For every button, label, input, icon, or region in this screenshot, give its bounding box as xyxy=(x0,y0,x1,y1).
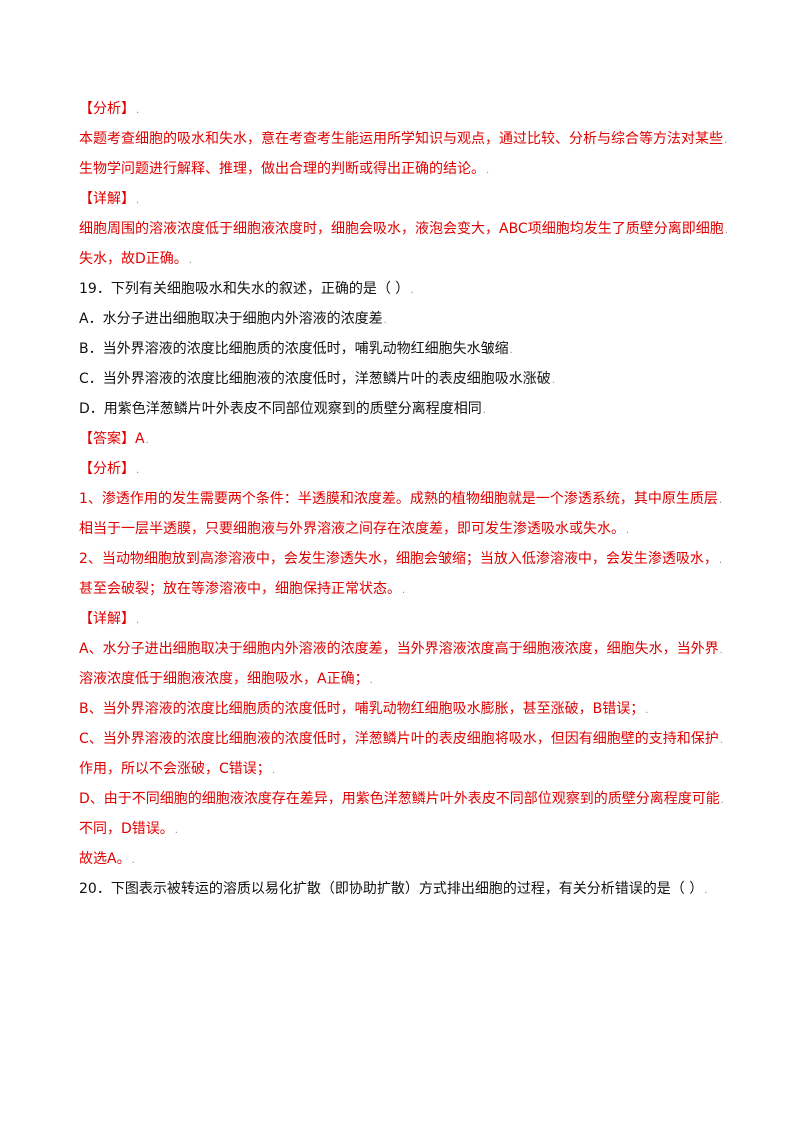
text-line: 【分析】. xyxy=(79,454,729,484)
paragraph-mark: . xyxy=(136,615,140,626)
text-line: C．当外界溶液的浓度比细胞液的浓度低时，洋葱鳞片叶的表皮细胞吸水涨破. xyxy=(79,364,729,394)
paragraph-mark: . xyxy=(719,735,723,746)
paragraph-mark: . xyxy=(145,435,149,446)
paragraph-mark: . xyxy=(626,525,630,536)
text-line: 本题考查细胞的吸水和失水，意在考查考生能运用所学知识与观点，通过比较、分析与综合… xyxy=(79,124,729,154)
paragraph-mark: . xyxy=(271,765,275,776)
paragraph-mark: . xyxy=(136,105,140,116)
paragraph-mark: . xyxy=(509,345,513,356)
line-text: A、水分子进出细胞取决于细胞内外溶液的浓度差，当外界溶液浓度高于细胞液浓度，细胞… xyxy=(79,641,719,657)
paragraph-mark: . xyxy=(719,645,723,656)
text-line: 【详解】. xyxy=(79,184,729,214)
line-text: 细胞周围的溶液浓度低于细胞液浓度时，细胞会吸水，液泡会变大，ABC项细胞均发生了… xyxy=(79,221,724,237)
text-line: 甚至会破裂；放在等渗溶液中，细胞保持正常状态。. xyxy=(79,574,729,604)
paragraph-mark: . xyxy=(724,225,728,236)
line-text: 本题考查细胞的吸水和失水，意在考查考生能运用所学知识与观点，通过比较、分析与综合… xyxy=(79,131,723,147)
text-line: 作用，所以不会涨破，C错误；. xyxy=(79,754,729,784)
paragraph-mark: . xyxy=(410,285,414,296)
text-line: 2、当动物细胞放到高渗溶液中，会发生渗透失水，细胞会皱缩；当放入低渗溶液中，会发… xyxy=(79,544,729,574)
line-text: 【分析】 xyxy=(79,461,135,477)
text-line: B、当外界溶液的浓度比细胞质的浓度低时，哺乳动物红细胞吸水膨胀，甚至涨破，B错误… xyxy=(79,694,729,724)
line-text: 20．下图表示被转运的溶质以易化扩散（即协助扩散）方式排出细胞的过程，有关分析错… xyxy=(79,881,704,897)
line-text: D、由于不同细胞的细胞液浓度存在差异，用紫色洋葱鳞片叶外表皮不同部位观察到的质壁… xyxy=(79,791,720,807)
text-line: B．当外界溶液的浓度比细胞质的浓度低时，哺乳动物红细胞失水皱缩. xyxy=(79,334,729,364)
line-text: 【详解】 xyxy=(79,191,135,207)
line-text: 1、渗透作用的发生需要两个条件：半透膜和浓度差。成熟的植物细胞就是一个渗透系统，… xyxy=(79,491,718,507)
paragraph-mark: . xyxy=(188,255,192,266)
text-line: D、由于不同细胞的细胞液浓度存在差异，用紫色洋葱鳞片叶外表皮不同部位观察到的质壁… xyxy=(79,784,729,814)
line-text: 2、当动物细胞放到高渗溶液中，会发生渗透失水，细胞会皱缩；当放入低渗溶液中，会发… xyxy=(79,551,718,567)
line-text: 故选A。 xyxy=(79,851,131,867)
text-line: 【答案】A. xyxy=(79,424,729,454)
line-text: 生物学问题进行解释、推理，做出合理的判断或得出正确的结论。 xyxy=(79,161,485,177)
line-text: 19．下列有关细胞吸水和失水的叙述，正确的是（ ） xyxy=(79,281,410,297)
paragraph-mark: . xyxy=(174,825,178,836)
line-text: B．当外界溶液的浓度比细胞质的浓度低时，哺乳动物红细胞失水皱缩 xyxy=(79,341,509,357)
line-text: 【详解】 xyxy=(79,611,135,627)
line-text: 【答案】A xyxy=(79,431,145,447)
text-line: 19．下列有关细胞吸水和失水的叙述，正确的是（ ）. xyxy=(79,274,729,304)
line-text: 不同，D错误。 xyxy=(79,821,174,837)
paragraph-mark: . xyxy=(645,705,649,716)
line-text: D．用紫色洋葱鳞片叶外表皮不同部位观察到的质壁分离程度相同 xyxy=(79,401,482,417)
paragraph-mark: . xyxy=(704,885,708,896)
text-line: 故选A。. xyxy=(79,844,729,874)
line-text: C．当外界溶液的浓度比细胞液的浓度低时，洋葱鳞片叶的表皮细胞吸水涨破 xyxy=(79,371,551,387)
line-text: 失水，故D正确。 xyxy=(79,251,188,267)
text-line: A、水分子进出细胞取决于细胞内外溶液的浓度差，当外界溶液浓度高于细胞液浓度，细胞… xyxy=(79,634,729,664)
paragraph-mark: . xyxy=(486,165,490,176)
text-line: 失水，故D正确。. xyxy=(79,244,729,274)
text-line: 【分析】. xyxy=(79,94,729,124)
paragraph-mark: . xyxy=(551,375,555,386)
line-text: 甚至会破裂；放在等渗溶液中，细胞保持正常状态。 xyxy=(79,581,401,597)
line-text: 【分析】 xyxy=(79,101,135,117)
paragraph-mark: . xyxy=(718,495,723,506)
paragraph-mark: . xyxy=(402,585,406,596)
paragraph-mark: . xyxy=(724,135,728,146)
text-line: 【详解】. xyxy=(79,604,729,634)
text-line: 溶液浓度低于细胞液浓度，细胞吸水，A正确；. xyxy=(79,664,729,694)
line-text: 溶液浓度低于细胞液浓度，细胞吸水，A正确； xyxy=(79,671,369,687)
paragraph-mark: . xyxy=(136,195,140,206)
document-body: 【分析】.本题考查细胞的吸水和失水，意在考查考生能运用所学知识与观点，通过比较、… xyxy=(79,94,729,904)
text-line: 生物学问题进行解释、推理，做出合理的判断或得出正确的结论。. xyxy=(79,154,729,184)
paragraph-mark: . xyxy=(720,795,724,806)
paragraph-mark: . xyxy=(383,315,387,326)
line-text: 作用，所以不会涨破，C错误； xyxy=(79,761,271,777)
paragraph-mark: . xyxy=(482,405,486,416)
text-line: 相当于一层半透膜，只要细胞液与外界溶液之间存在浓度差，即可发生渗透吸水或失水。. xyxy=(79,514,729,544)
paragraph-mark: . xyxy=(131,855,135,866)
line-text: 相当于一层半透膜，只要细胞液与外界溶液之间存在浓度差，即可发生渗透吸水或失水。 xyxy=(79,521,625,537)
paragraph-mark: . xyxy=(718,555,723,566)
paragraph-mark: . xyxy=(369,675,373,686)
text-line: 不同，D错误。. xyxy=(79,814,729,844)
line-text: A．水分子进出细胞取决于细胞内外溶液的浓度差 xyxy=(79,311,383,327)
line-text: C、当外界溶液的浓度比细胞液的浓度低时，洋葱鳞片叶的表皮细胞将吸水，但因有细胞壁… xyxy=(79,731,719,747)
text-line: A．水分子进出细胞取决于细胞内外溶液的浓度差. xyxy=(79,304,729,334)
paragraph-mark: . xyxy=(136,465,140,476)
text-line: 1、渗透作用的发生需要两个条件：半透膜和浓度差。成熟的植物细胞就是一个渗透系统，… xyxy=(79,484,729,514)
text-line: C、当外界溶液的浓度比细胞液的浓度低时，洋葱鳞片叶的表皮细胞将吸水，但因有细胞壁… xyxy=(79,724,729,754)
text-line: 20．下图表示被转运的溶质以易化扩散（即协助扩散）方式排出细胞的过程，有关分析错… xyxy=(79,874,729,904)
text-line: 细胞周围的溶液浓度低于细胞液浓度时，细胞会吸水，液泡会变大，ABC项细胞均发生了… xyxy=(79,214,729,244)
text-line: D．用紫色洋葱鳞片叶外表皮不同部位观察到的质壁分离程度相同. xyxy=(79,394,729,424)
line-text: B、当外界溶液的浓度比细胞质的浓度低时，哺乳动物红细胞吸水膨胀，甚至涨破，B错误… xyxy=(79,701,645,717)
